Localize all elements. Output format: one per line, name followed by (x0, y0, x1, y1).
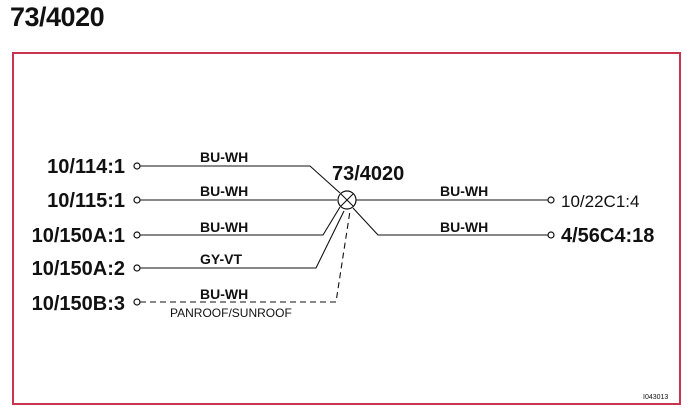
wire-color-label: BU-WH (200, 183, 248, 199)
terminal-circle (547, 196, 555, 204)
wire-4-56c4-18 (352, 207, 548, 236)
wire-10-150b-3-optional (140, 210, 351, 303)
wire-color-label: BU-WH (200, 286, 248, 302)
figure-id: I043013 (643, 394, 668, 401)
wire-color-label: BU-WH (440, 219, 488, 235)
splice-symbol (337, 190, 357, 210)
connector-label-10-150a-2: 10/150A:2 (32, 258, 125, 280)
wire-color-label: BU-WH (200, 149, 248, 165)
wire-10-150a-2 (140, 210, 345, 269)
splice-label: 73/4020 (332, 163, 404, 185)
wire-color-label: BU-WH (200, 219, 248, 235)
wire-color-label: GY-VT (200, 251, 242, 267)
wire-color-label: BU-WH (440, 183, 488, 199)
wire-10-150a-1 (140, 206, 341, 236)
terminal-circle (133, 298, 141, 306)
page-title: 73/4020 (10, 2, 105, 32)
terminal-circle (133, 196, 141, 204)
wire-10-114-1 (140, 165, 341, 194)
connector-label-10-114-1: 10/114:1 (47, 156, 125, 178)
terminal-circle (133, 162, 141, 170)
connector-label-10-150a-1: 10/150A:1 (32, 225, 125, 247)
diagram-frame (12, 52, 681, 405)
terminal-circle (547, 231, 555, 239)
option-note-label: PANROOF/SUNROOF (170, 306, 292, 320)
connector-label-10-22c1-4: 10/22C1:4 (561, 192, 639, 211)
terminal-circle (133, 231, 141, 239)
terminal-circle (133, 264, 141, 272)
connector-label-4-56c4-18: 4/56C4:18 (561, 225, 654, 247)
connector-label-10-150b-3: 10/150B:3 (32, 293, 125, 315)
connector-label-10-115-1: 10/115:1 (47, 190, 125, 212)
